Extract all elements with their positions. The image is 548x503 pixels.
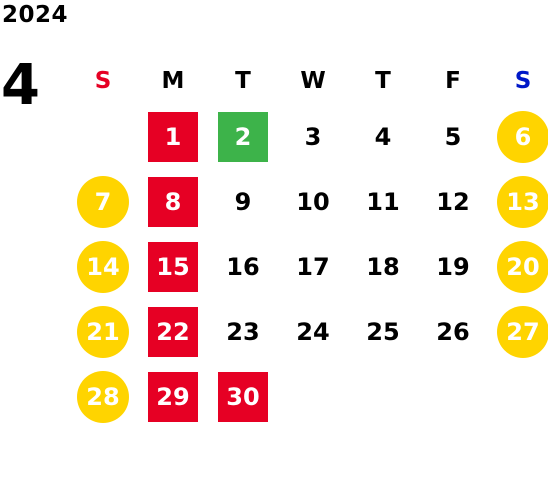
- weekday-header-wednesday: W: [300, 68, 326, 94]
- calendar-day-27: 27: [497, 305, 548, 358]
- calendar-day-cell: 1: [138, 104, 208, 169]
- weekday-header-monday: M: [161, 68, 185, 94]
- calendar-day-11: 11: [366, 187, 400, 216]
- calendar-day-1: 1: [148, 111, 198, 162]
- calendar-day-cell: 5: [418, 104, 488, 169]
- calendar-day-7: 7: [77, 175, 129, 228]
- weekday-header-tuesday: T: [235, 68, 251, 94]
- calendar-day-cell: 30: [208, 364, 278, 429]
- calendar-day-cell: 10: [278, 169, 348, 234]
- calendar-day-24: 24: [296, 317, 330, 346]
- calendar-day-cell: 26: [418, 299, 488, 364]
- calendar-day-cell: 29: [138, 364, 208, 429]
- calendar-day-15: 15: [148, 241, 198, 292]
- calendar-day-9: 9: [234, 187, 252, 216]
- calendar-day-30: 30: [218, 371, 268, 422]
- calendar-day-cell: 2: [208, 104, 278, 169]
- calendar-day-17: 17: [296, 252, 330, 281]
- calendar-day-cell: 8: [138, 169, 208, 234]
- calendar-day-cell: 21: [68, 299, 138, 364]
- calendar-day-cell: 25: [348, 299, 418, 364]
- calendar-day-cell: 16: [208, 234, 278, 299]
- calendar-day-cell: 14: [68, 234, 138, 299]
- calendar-day-cell: 27: [488, 299, 548, 364]
- calendar-day-23: 23: [226, 317, 260, 346]
- year-label: 2024: [2, 2, 69, 28]
- calendar-day-cell: 28: [68, 364, 138, 429]
- weekday-header-sunday: S: [94, 68, 112, 94]
- calendar-day-5: 5: [444, 122, 462, 151]
- month-number: 4: [1, 53, 40, 118]
- calendar-day-cell: 23: [208, 299, 278, 364]
- calendar-day-10: 10: [296, 187, 330, 216]
- calendar-day-22: 22: [148, 306, 198, 357]
- calendar-day-cell: 7: [68, 169, 138, 234]
- calendar-day-18: 18: [366, 252, 400, 281]
- calendar-day-cell: 12: [418, 169, 488, 234]
- calendar-day-cell: 17: [278, 234, 348, 299]
- calendar-day-cell: 22: [138, 299, 208, 364]
- calendar-day-14: 14: [77, 240, 129, 293]
- calendar-day-cell: 11: [348, 169, 418, 234]
- calendar-day-8: 8: [148, 176, 198, 227]
- calendar-day-21: 21: [77, 305, 129, 358]
- calendar-day-13: 13: [497, 175, 548, 228]
- calendar-day-6: 6: [497, 110, 548, 163]
- calendar-day-29: 29: [148, 371, 198, 422]
- calendar-day-cell: 18: [348, 234, 418, 299]
- calendar-day-cell: 19: [418, 234, 488, 299]
- weekday-header-saturday: S: [514, 68, 532, 94]
- calendar-day-19: 19: [436, 252, 470, 281]
- calendar-day-cell: 3: [278, 104, 348, 169]
- calendar-day-cell: 24: [278, 299, 348, 364]
- calendar-day-12: 12: [436, 187, 470, 216]
- calendar-day-4: 4: [374, 122, 392, 151]
- calendar-day-16: 16: [226, 252, 260, 281]
- weekday-header-thursday: T: [375, 68, 391, 94]
- calendar-day-cell: 4: [348, 104, 418, 169]
- calendar-day-28: 28: [77, 370, 129, 423]
- calendar-day-cell: 9: [208, 169, 278, 234]
- calendar-day-25: 25: [366, 317, 400, 346]
- calendar-day-cell: 13: [488, 169, 548, 234]
- calendar-empty-cell: [68, 104, 138, 169]
- calendar-day-20: 20: [497, 240, 548, 293]
- calendar-day-2: 2: [218, 111, 268, 162]
- calendar-day-3: 3: [304, 122, 322, 151]
- calendar-day-cell: 15: [138, 234, 208, 299]
- weekday-header-friday: F: [445, 68, 461, 94]
- calendar-day-cell: 6: [488, 104, 548, 169]
- calendar-day-cell: 20: [488, 234, 548, 299]
- calendar-day-26: 26: [436, 317, 470, 346]
